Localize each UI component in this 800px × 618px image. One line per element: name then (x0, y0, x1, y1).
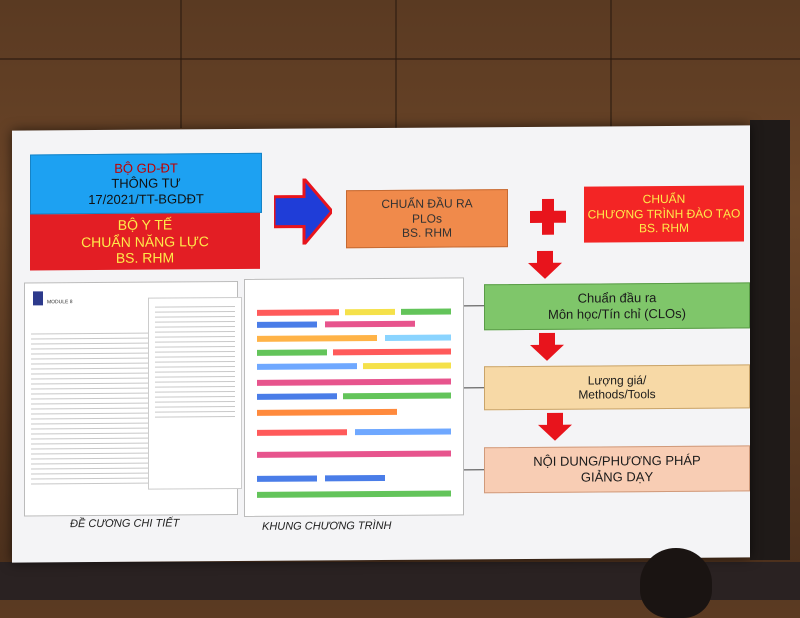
box-line: CHUẨN (642, 192, 686, 207)
wall-seam (610, 0, 612, 128)
down-arrow-icon (530, 332, 564, 361)
box-line: THÔNG TƯ (111, 175, 181, 192)
box-line: BS. RHM (115, 249, 175, 267)
box-line: BỘ GD-ĐT (114, 160, 178, 176)
program-bar (345, 308, 395, 316)
wall-seam (0, 58, 800, 60)
program-bar (257, 363, 357, 370)
program-bar (257, 450, 451, 458)
program-bar (401, 308, 451, 315)
projection-screen: BỘ GD-ĐT THÔNG TƯ 17/2021/TT-BGDĐT BỘ Y … (12, 125, 750, 563)
box-assessment: Lượng giá/ Methods/Tools (484, 364, 750, 411)
program-bar (385, 334, 451, 341)
box-line: CHUẨN ĐẦU RA (381, 196, 473, 212)
program-bar (333, 348, 451, 356)
logo-icon (33, 291, 43, 306)
box-line: NỘI DUNG/PHƯƠNG PHÁP (533, 453, 701, 470)
program-bar (257, 393, 337, 400)
box-line: Lượng giá/ (587, 372, 647, 388)
box-course-outcomes: Chuẩn đầu ra Môn học/Tín chỉ (CLOs) (484, 282, 750, 331)
curriculum-caption: KHUNG CHƯƠNG TRÌNH (262, 519, 392, 533)
program-bar (257, 429, 347, 436)
box-program-standard: CHUẨN CHƯƠNG TRÌNH ĐÀO TẠO BS. RHM (584, 185, 744, 243)
program-bar (257, 408, 397, 416)
program-bar (257, 378, 451, 386)
program-bar (257, 349, 327, 356)
syllabus-page-2 (148, 296, 242, 490)
program-bar (257, 490, 451, 498)
box-line: GIẢNG DẠY (580, 469, 654, 485)
box-line: BS. RHM (638, 221, 689, 236)
box-line: PLOs (411, 211, 442, 226)
box-ministry-education: BỘ GD-ĐT THÔNG TƯ 17/2021/TT-BGDĐT (30, 152, 262, 215)
program-bar (325, 320, 415, 328)
doc-title: MODULE 8 (47, 299, 73, 306)
program-bar (355, 428, 451, 436)
down-arrow-icon (528, 250, 562, 279)
box-content-methods: NỘI DUNG/PHƯƠNG PHÁP GIẢNG DẠY (484, 445, 750, 494)
box-ministry-health: BỘ Y TẾ CHUẨN NĂNG LỰC BS. RHM (30, 212, 260, 271)
down-arrow-icon (538, 412, 572, 441)
program-bar (257, 335, 377, 342)
box-program-outcomes: CHUẨN ĐẦU RA PLOs BS. RHM (346, 189, 508, 249)
program-bar (257, 321, 317, 328)
syllabus-caption: ĐỀ CƯƠNG CHI TIẾT (70, 517, 180, 531)
program-bar (363, 362, 451, 370)
box-line: CHUẨN NĂNG LỰC (81, 232, 209, 250)
wall-seam (395, 0, 397, 128)
box-line: BS. RHM (401, 225, 452, 241)
box-line: CHƯƠNG TRÌNH ĐÀO TẠO (587, 206, 741, 222)
wall-seam (180, 0, 182, 128)
box-line: BỘ Y TẾ (117, 216, 173, 233)
program-bar (343, 392, 451, 400)
plus-icon (530, 198, 566, 235)
box-line: Methods/Tools (578, 387, 656, 402)
program-bar (257, 475, 317, 482)
curriculum-chart (244, 277, 464, 517)
program-bar (257, 309, 339, 316)
wall-background (0, 0, 800, 128)
program-bar (325, 474, 385, 482)
audience-head (640, 548, 712, 618)
screen-frame (750, 120, 790, 560)
box-line: 17/2021/TT-BGDĐT (88, 191, 204, 207)
box-line: Môn học/Tín chỉ (CLOs) (548, 305, 686, 322)
box-line: Chuẩn đầu ra (577, 290, 657, 307)
right-arrow-icon (274, 178, 332, 245)
